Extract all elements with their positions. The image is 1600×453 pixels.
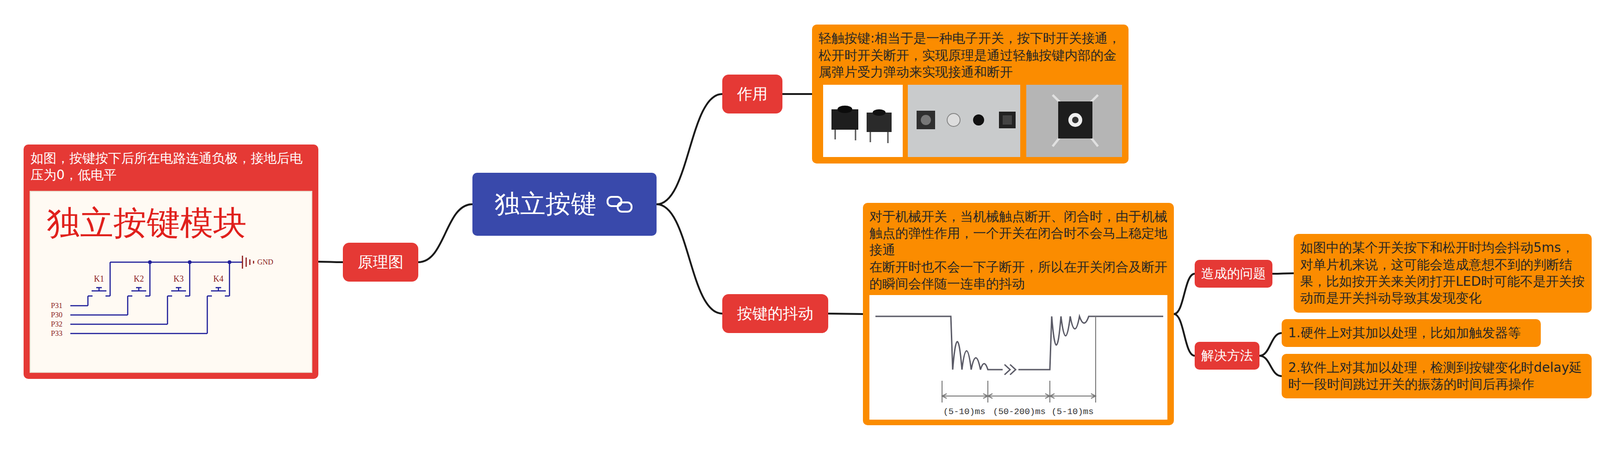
node-text: 2.软件上对其加以处理，检测到按键变化时delay延时一段时间跳过开关的振荡的时… — [1288, 359, 1586, 393]
link-icon-shape — [607, 196, 632, 212]
branch-connector — [1173, 273, 1195, 314]
branch-connector — [1259, 332, 1282, 356]
branch-connector — [418, 204, 473, 262]
node-text: 如图中的某个开关按下和松开时均会抖动5ms，对单片机来说，这可能会造成意想不到的… — [1300, 239, 1586, 307]
node-text: 独立按键 — [494, 187, 597, 221]
photo-two — [907, 84, 1021, 157]
branch-label: 按键的抖动 — [722, 293, 829, 333]
part-name: K1 — [93, 274, 105, 283]
part-name: K3 — [173, 274, 184, 283]
part-name: K4 — [213, 274, 224, 283]
waveform-line — [875, 316, 1164, 375]
illustration-area: 独立按键模块 K1 K2 K3 K4 GND P31P30P32P33 — [29, 190, 313, 373]
note-box: 轻触按键:相当于是一种电子开关，按下时开关接通，松开时开关断开，实现原理是通过轻… — [812, 24, 1129, 163]
dimension-label: (5-10)ms — [942, 407, 986, 416]
branch-connector — [1272, 272, 1294, 274]
illustration-area — [818, 83, 1123, 158]
note-box: 对于机械开关，当机械触点断开、闭合时，由于机械触点的弹性作用，一个开关在闭合时不… — [862, 202, 1174, 426]
bounce-waveform — [869, 294, 1168, 420]
sub-branch-label: 造成的问题 — [1194, 259, 1273, 288]
note-box: 如图中的某个开关按下和松开时均会抖动5ms，对单片机来说，这可能会造成意想不到的… — [1293, 233, 1592, 313]
dimension-label: (5-10)ms — [1051, 407, 1094, 416]
signal-name: GND — [257, 258, 274, 266]
branch-connector — [828, 312, 863, 315]
part-name: K2 — [133, 274, 144, 283]
note-box: 2.软件上对其加以处理，检测到按键变化时delay延时一段时间跳过开关的振荡的时… — [1281, 353, 1592, 399]
ground-symbol — [242, 255, 254, 269]
node-text: 按键的抖动 — [737, 303, 814, 324]
module-title: 独立按键模块 — [46, 206, 247, 240]
link-icon — [605, 193, 635, 215]
branch-connector — [656, 93, 723, 205]
pin-name: P30 — [50, 310, 63, 319]
branch-connector — [1259, 355, 1282, 376]
branch-connector — [318, 261, 343, 262]
branch-connector — [1173, 313, 1195, 356]
node-text: 解决方法 — [1201, 347, 1253, 364]
node-text: 对于机械开关，当机械触点断开、闭合时，由于机械触点的弹性作用，一个开关在闭合时不… — [869, 208, 1168, 259]
node-text: 1.硬件上对其加以处理，比如加触发器等 — [1288, 324, 1535, 342]
branch-connector — [656, 204, 723, 314]
schematic-panel: 如图，按键按下后所在电路连通负极，接地后电压为0，低电平 独立按键模块 K1 K2 K… — [23, 144, 319, 379]
junction-dots — [148, 260, 232, 264]
dimension-marks — [942, 316, 1096, 403]
node-text: 轻触按键:相当于是一种电子开关，按下时开关接通，松开时开关断开，实现原理是通过轻… — [818, 30, 1123, 81]
photo-three — [1026, 84, 1123, 157]
note-box: 1.硬件上对其加以处理，比如加触发器等 — [1281, 318, 1541, 347]
branch-label: 原理图 — [342, 242, 419, 282]
node-text: 作用 — [737, 84, 768, 105]
pin-name: P31 — [50, 301, 63, 310]
branch-label: 作用 — [722, 74, 783, 114]
node-text: 原理图 — [357, 252, 404, 273]
circuit-wires — [70, 261, 243, 334]
panel-heading: 如图，按键按下后所在电路连通负极，接地后电压为0，低电平 — [29, 148, 313, 189]
dimension-label: (50-200)ms — [992, 407, 1046, 416]
photo-one — [823, 84, 903, 157]
button-photos — [818, 83, 1123, 158]
branch-connector — [782, 93, 813, 95]
illustration-area: (5-10)ms (50-200)ms (5-10)ms — [869, 294, 1168, 420]
sub-branch-label: 解决方法 — [1194, 341, 1260, 370]
central-topic: 独立按键 — [472, 172, 657, 236]
node-text: 在断开时也不会一下子断开，所以在开关闭合及断开的瞬间会伴随一连串的抖动 — [869, 258, 1168, 293]
pin-name: P32 — [50, 320, 63, 328]
node-text: 造成的问题 — [1201, 265, 1266, 282]
pin-name: P33 — [50, 329, 63, 337]
